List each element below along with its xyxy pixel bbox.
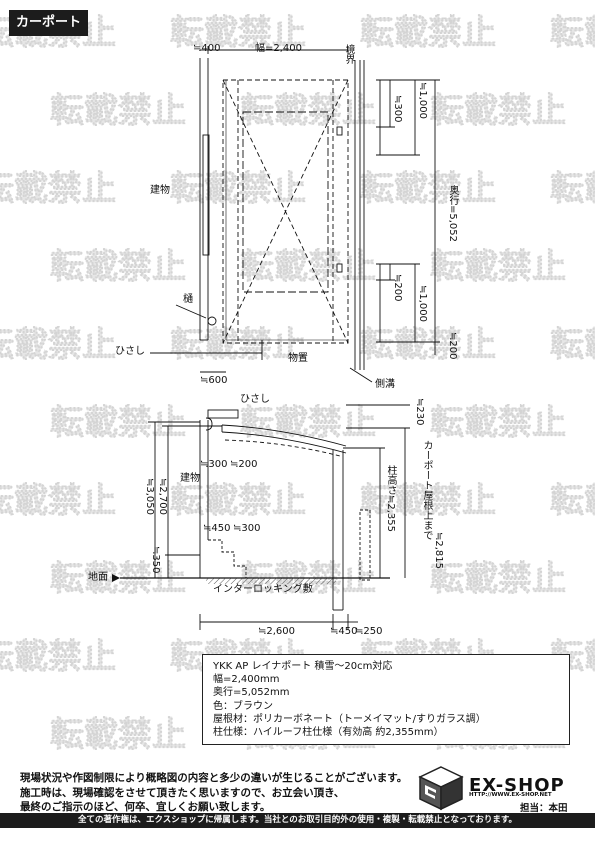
watermark-text: 転載禁止	[430, 247, 566, 287]
watermark-text: 転載禁止	[360, 169, 496, 209]
notes: 現場状況や作図制限により概略図の内容と多少の違いが生じることがございます。 施工…	[20, 771, 407, 815]
elev-dim-2600: ≒2,600	[258, 626, 296, 637]
watermark-text: 転載禁止	[360, 13, 496, 53]
elev-dim-3050: ≒3,050	[144, 478, 155, 516]
plan-dim-width: 幅=2,400	[255, 43, 303, 54]
plan-storage-label: 物置	[288, 353, 308, 364]
spec-depth: 奥行=5,052mm	[213, 687, 290, 699]
spec-roof: 屋根材：ポリカーボネート（トーメイマット/すりガラス調）	[213, 713, 486, 725]
page-badge: カーポート	[9, 10, 88, 36]
elev-carport-roof	[221, 424, 347, 457]
elev-dim-200: ≒200	[230, 459, 258, 470]
plan-vehicle	[242, 111, 329, 293]
watermark-text: 転載禁止	[50, 91, 186, 131]
ex-shop-logo-icon	[418, 766, 464, 811]
elev-roof-top-value: ≒2,815	[433, 532, 444, 570]
elev-post-height: 柱高さ≒2,355	[385, 465, 396, 533]
plan-dim-1000-top: ≒1,000	[417, 82, 428, 120]
elev-dim-450: ≒450	[203, 523, 231, 534]
note-line: 施工時は、現場確認をさせて頂きたく思いますので、お立会い頂き、	[20, 786, 345, 799]
watermark-text: 転載禁止	[550, 325, 595, 365]
spec-width: 幅=2,400mm	[213, 674, 280, 686]
elev-paving-hatch	[206, 578, 336, 584]
watermark-text: 転載禁止	[50, 403, 186, 443]
plan-dim-200-bottom: ≒200	[447, 332, 458, 360]
plan-boundary	[349, 60, 373, 383]
note-line: 最終のご指示のほど、何卒、宜しくお願い致します。	[20, 801, 271, 813]
plan-boundary-label: 境界	[343, 44, 354, 64]
watermark-text: 転載禁止	[0, 325, 116, 365]
elev-roof-top-label: カーポート屋根上まで	[421, 440, 432, 540]
footer-copyright: 全ての著作権は、エクスショップに帰属します。当社とのお取引目的外の使用・複製・転…	[0, 813, 595, 828]
spec-color: 色：ブラウン	[213, 700, 273, 712]
elev-dim-230: ≒230	[414, 398, 425, 426]
watermark-text: 転載禁止	[430, 559, 566, 599]
plan-post-1	[336, 126, 343, 136]
watermark-text: 転載禁止	[360, 325, 496, 365]
watermark-text: 転載禁止	[240, 91, 376, 131]
watermark-text: 転載禁止	[430, 91, 566, 131]
elev-vehicle	[359, 509, 371, 581]
watermark-text: 転載禁止	[50, 715, 186, 755]
note-line: 現場状況や作図制限により概略図の内容と多少の違いが生じることがございます。	[20, 772, 408, 784]
elev-steps	[208, 539, 247, 578]
elev-post	[332, 450, 344, 611]
plan-dim-1000-bottom: ≒1,000	[417, 285, 428, 323]
spec-box: YKK AP レイナポート 積雪～20cm対応 幅=2,400mm 奥行=5,0…	[202, 654, 570, 745]
logo-url: HTTP://WWW.EX-SHOP.NET	[469, 792, 552, 798]
watermark-text: 転載禁止	[50, 247, 186, 287]
elev-dim-300b: ≒300	[233, 523, 261, 534]
elev-dim-350: ≒350	[150, 546, 161, 574]
watermark-text: 転載禁止	[0, 481, 116, 521]
plan-dim-300: ≒300	[392, 95, 403, 123]
spec-post: 柱仕様：ハイルーフ柱仕様（有効高 約2,355mm）	[213, 727, 444, 739]
elev-dim-450b: ≒450	[330, 626, 358, 637]
plan-gutter-label: 樋	[183, 294, 193, 305]
plan-dim-600: ≒600	[200, 375, 228, 386]
plan-ditch-label: 側溝	[375, 379, 395, 390]
plan-dim-200-mid: ≒200	[392, 274, 403, 302]
plan-building-wall	[199, 58, 210, 341]
elev-dim-2700: ≒2,700	[157, 478, 168, 516]
watermark-text: 転載禁止	[0, 169, 116, 209]
watermark-text: 転載禁止	[170, 13, 306, 53]
watermark-text: 転載禁止	[430, 403, 566, 443]
watermark-text: 転載禁止	[170, 325, 306, 365]
watermark-text: 転載禁止	[550, 169, 595, 209]
elev-dim-300: ≒300	[200, 459, 228, 470]
plan-eaves-label: ひさし	[115, 346, 145, 357]
plan-carport-outline	[222, 79, 349, 344]
elev-ground-label: 地面	[88, 572, 108, 583]
watermark-text: 転載禁止	[240, 247, 376, 287]
staff-label: 担当：本田	[520, 803, 568, 814]
plan-building-label: 建物	[150, 185, 170, 196]
plan-post-2	[336, 263, 343, 273]
watermark-text: 転載禁止	[0, 637, 116, 677]
elev-dim-250: ≒250	[355, 626, 383, 637]
elev-building-label: 建物	[180, 473, 200, 484]
plan-dim-width-offset: ≒400	[193, 43, 221, 54]
elev-paving-label: インターロッキング敷	[213, 584, 313, 595]
watermark-text: 転載禁止	[170, 481, 306, 521]
logo-name: EX-SHOP	[469, 775, 565, 796]
watermark-text: 転載禁止	[550, 481, 595, 521]
elev-eaves-label: ひさし	[240, 394, 270, 405]
plan-dim-depth: 奥行=5,052	[447, 185, 458, 243]
watermark-text: 転載禁止	[360, 481, 496, 521]
elev-building	[199, 409, 239, 578]
spec-product: YKK AP レイナポート 積雪～20cm対応	[213, 661, 393, 672]
watermark-text: 転載禁止	[550, 13, 595, 53]
